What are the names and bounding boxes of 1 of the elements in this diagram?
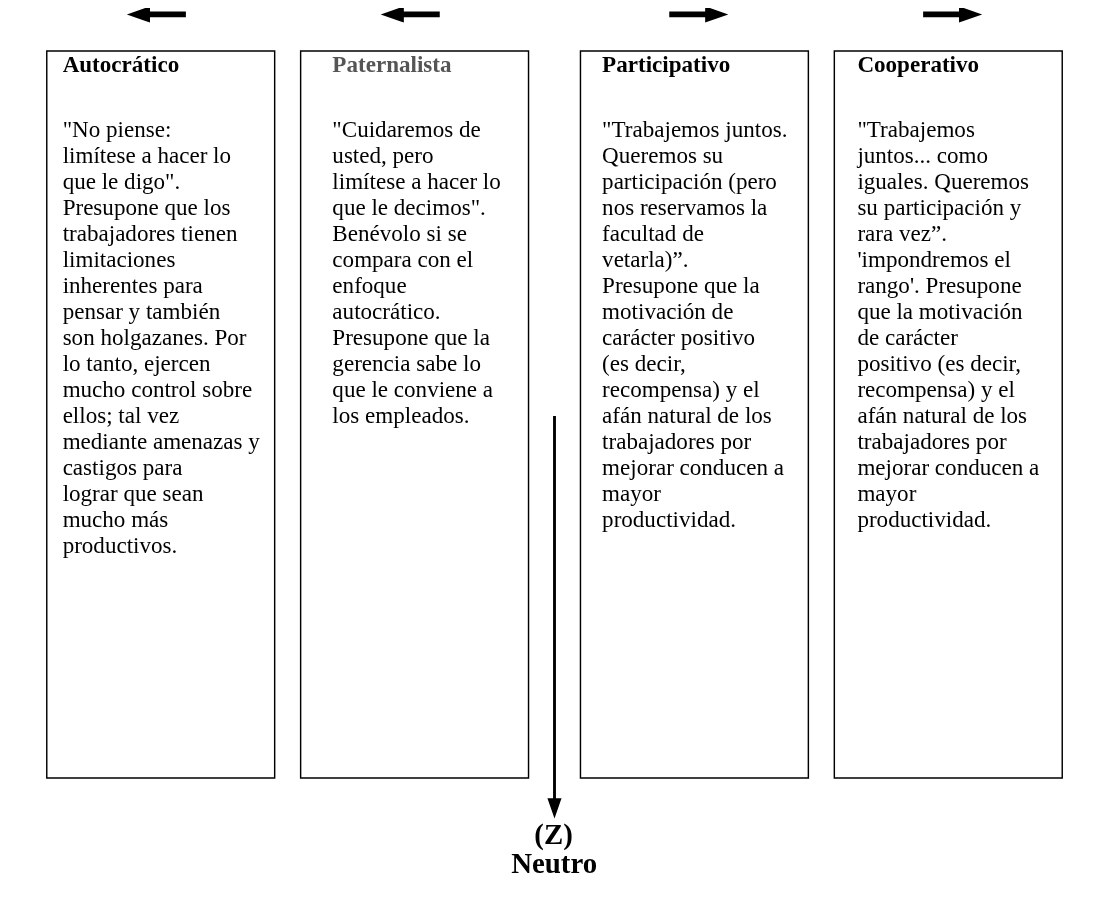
node-text: (Z) Neutro <box>511 818 598 880</box>
